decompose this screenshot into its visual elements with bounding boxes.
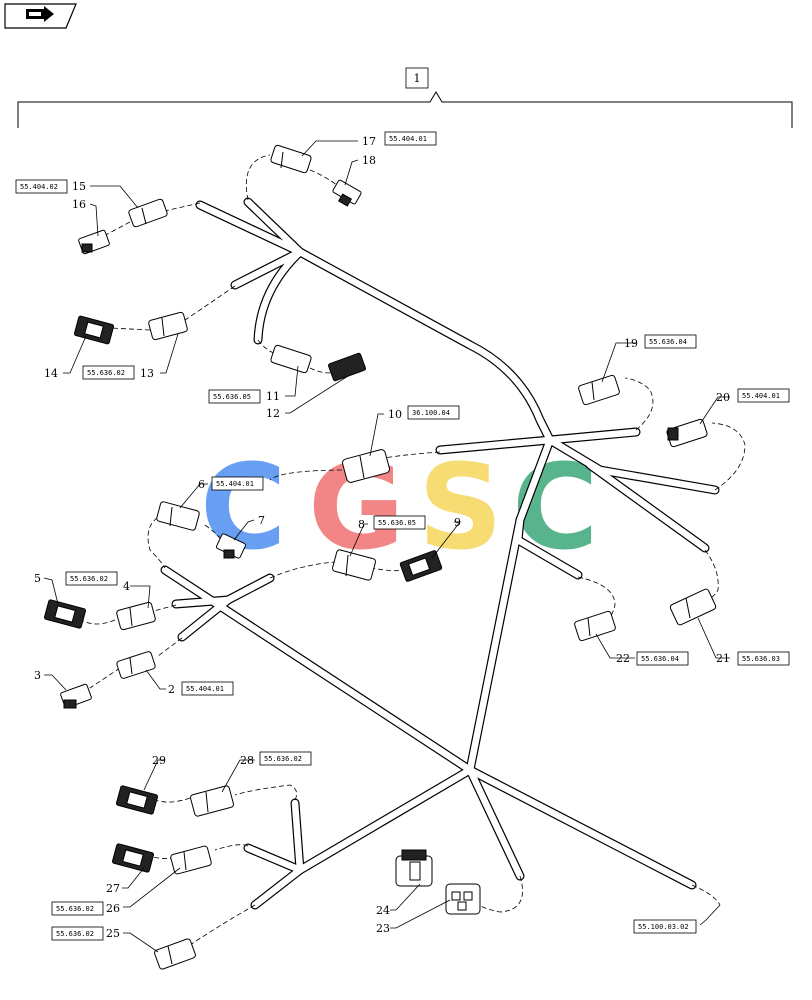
- harness-branch-fill: [586, 461, 709, 552]
- item-ref-11[interactable]: 55.636.05: [213, 393, 251, 401]
- item-number-4: 4: [123, 580, 130, 593]
- item-number-10: 10: [388, 408, 402, 421]
- item-number-21: 21: [716, 652, 730, 665]
- harness-branch-fill: [244, 844, 304, 874]
- harness-branch-fill: [466, 766, 524, 880]
- item-number-9: 9: [454, 516, 461, 529]
- harness-trunks: [160, 197, 720, 910]
- item-number-3: 3: [34, 669, 41, 682]
- item-number-7: 7: [258, 514, 265, 527]
- item-number-24: 24: [376, 904, 390, 917]
- harness-branch-fill: [291, 799, 304, 874]
- harness-branch-fill: [178, 596, 232, 641]
- item-number-19: 19: [624, 337, 638, 350]
- connector-16[interactable]: [78, 229, 110, 255]
- next-page-button[interactable]: [4, 3, 77, 29]
- connector-8[interactable]: [332, 549, 376, 581]
- connector-28[interactable]: [190, 785, 234, 817]
- watermark-letter-c1: C: [200, 438, 287, 576]
- harness-branch-outline: [160, 565, 697, 890]
- connector-13[interactable]: [148, 311, 188, 341]
- item-ref-25[interactable]: 55.636.02: [56, 930, 94, 938]
- item-number-5: 5: [34, 572, 41, 585]
- connector-7[interactable]: [215, 533, 247, 559]
- connector-4[interactable]: [116, 601, 156, 631]
- item-number-29: 29: [152, 754, 166, 767]
- connector-9[interactable]: [399, 550, 443, 582]
- item-ref-19[interactable]: 55.636.04: [649, 338, 687, 346]
- connectors: [44, 144, 717, 970]
- item-ref-26[interactable]: 55.636.02: [56, 905, 94, 913]
- connector-2[interactable]: [116, 651, 156, 679]
- item-ref-20[interactable]: 55.404.01: [742, 392, 780, 400]
- connector-5[interactable]: [44, 599, 86, 629]
- connector-11[interactable]: [270, 344, 312, 374]
- item-number-18: 18: [362, 154, 376, 167]
- assembly-number: 1: [414, 72, 421, 85]
- connector-6[interactable]: [156, 501, 200, 531]
- item-ref-8[interactable]: 55.636.05: [378, 519, 416, 527]
- item-number-22: 22: [616, 652, 630, 665]
- connector-18[interactable]: [332, 179, 362, 207]
- item-number-27: 27: [106, 882, 120, 895]
- harness-branch-fill: [196, 201, 304, 256]
- item-number-2: 2: [168, 683, 175, 696]
- connector-21[interactable]: [669, 588, 717, 626]
- connector-20[interactable]: [666, 418, 708, 448]
- item-ref-2[interactable]: 55.404.01: [186, 685, 224, 693]
- item-number-23: 23: [376, 922, 390, 935]
- leader-lines: [43, 140, 730, 953]
- item-ref-22[interactable]: 55.636.04: [641, 655, 679, 663]
- connector-17[interactable]: [270, 144, 312, 174]
- connector-19[interactable]: [578, 374, 620, 406]
- harness-branch-fill: [172, 596, 232, 608]
- item-ref-15[interactable]: 55.404.02: [20, 183, 58, 191]
- connector-23[interactable]: [445, 883, 481, 915]
- item-number-26: 26: [106, 902, 120, 915]
- harness-branch-fill: [231, 248, 304, 289]
- item-number-15: 15: [72, 180, 86, 193]
- connector-24[interactable]: [395, 849, 433, 887]
- item-number-13: 13: [140, 367, 154, 380]
- item-ref-10[interactable]: 36.100.04: [412, 409, 450, 417]
- connector-3[interactable]: [60, 683, 92, 709]
- connector-27[interactable]: [112, 843, 154, 873]
- next-page-arrow-icon: [26, 6, 54, 22]
- item-number-17: 17: [362, 135, 376, 148]
- item-ref-28[interactable]: 55.636.02: [264, 755, 302, 763]
- assembly-bracket: 1: [17, 67, 793, 128]
- connector-12[interactable]: [328, 352, 366, 382]
- item-ref-5[interactable]: 55.636.02: [70, 575, 108, 583]
- connector-14[interactable]: [73, 315, 115, 345]
- harness-branch-fill: [254, 248, 304, 344]
- item-ref-harness-end[interactable]: 55.100.03.02: [638, 923, 689, 931]
- item-ref-14[interactable]: 55.636.02: [87, 369, 125, 377]
- harness-branch-fill: [514, 516, 582, 579]
- item-ref-17[interactable]: 55.404.01: [389, 135, 427, 143]
- connector-29[interactable]: [116, 785, 158, 815]
- item-ref-6[interactable]: 55.404.01: [216, 480, 254, 488]
- item-number-25: 25: [106, 927, 120, 940]
- item-ref-21[interactable]: 55.636.03: [742, 655, 780, 663]
- harness-branch-fill: [224, 574, 274, 604]
- connector-22[interactable]: [574, 610, 616, 642]
- item-number-8: 8: [358, 518, 365, 531]
- item-number-20: 20: [716, 391, 730, 404]
- connector-10[interactable]: [342, 449, 391, 484]
- connector-25[interactable]: [154, 938, 197, 970]
- connector-15[interactable]: [128, 198, 168, 228]
- item-number-11: 11: [266, 390, 280, 403]
- harness-branch-fill: [244, 198, 554, 909]
- connector-26[interactable]: [170, 845, 212, 875]
- item-number-6: 6: [198, 478, 205, 491]
- item-number-12: 12: [266, 407, 280, 420]
- item-number-14: 14: [44, 367, 58, 380]
- item-labels: 17 55.404.01 18 55.404.02 15 16 14 55.63…: [15, 131, 790, 941]
- item-number-28: 28: [240, 754, 254, 767]
- wire-runs: [74, 154, 746, 946]
- item-number-16: 16: [72, 198, 86, 211]
